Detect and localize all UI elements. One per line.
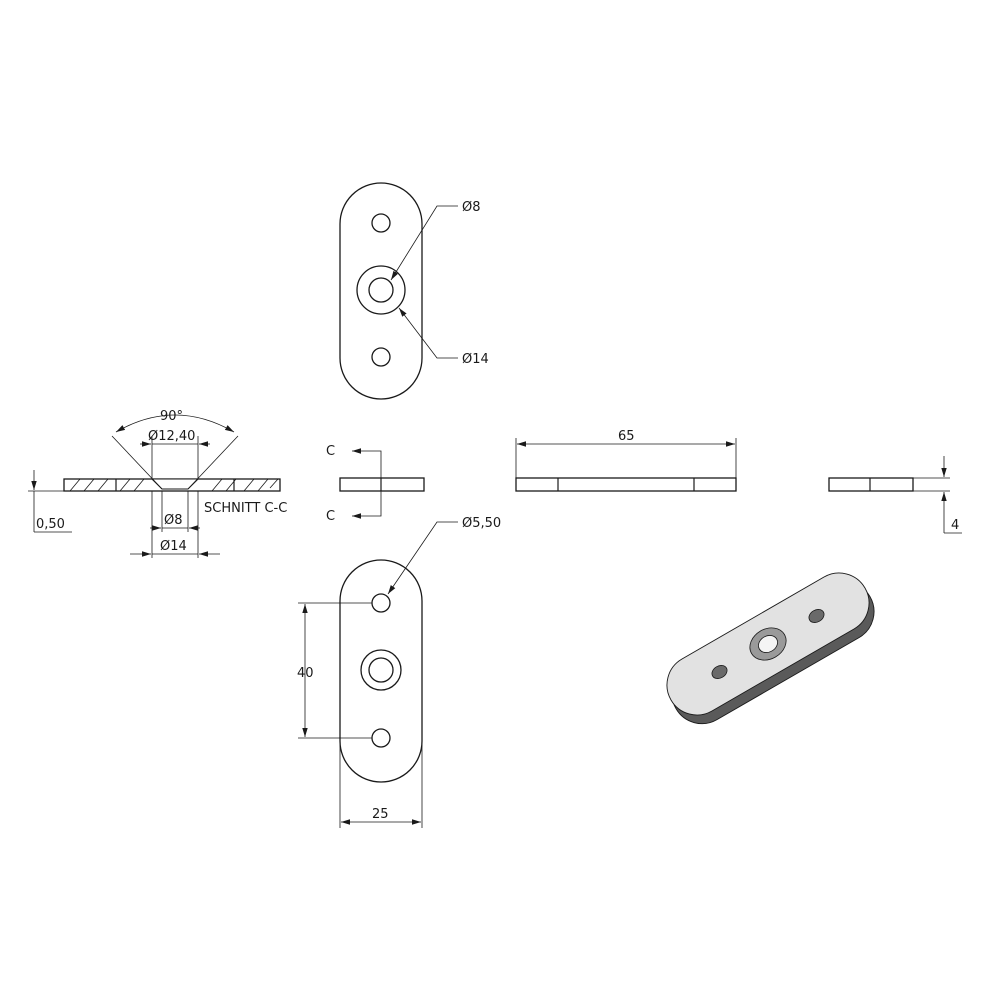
label-angle: 90° (160, 409, 183, 424)
label-small-hole-dia: Ø5,50 (462, 516, 501, 531)
marker-label-bottom: C (326, 509, 335, 524)
angle-leg-left (111, 435, 163, 490)
section-marker: C C (326, 444, 425, 524)
front-view: Ø5,50 40 25 (297, 516, 501, 828)
end-view: 4 (828, 456, 962, 534)
side-plate (515, 477, 737, 492)
side-view: 65 (515, 429, 737, 492)
counterbore-inner (368, 277, 394, 303)
leader-dia-5-50 (387, 521, 458, 595)
front-small-hole-lower (371, 728, 391, 748)
marker-label-top: C (326, 444, 335, 459)
small-hole-upper (371, 213, 391, 233)
section-view: 90° Ø12,40 0,50 SCHNITT C-C Ø8 Ø14 (28, 409, 287, 558)
iso-bore (758, 635, 778, 653)
label-thickness: 4 (951, 518, 959, 533)
label-dia-8: Ø8 (462, 200, 481, 215)
front-small-hole-upper (371, 593, 391, 613)
angle-arc (115, 414, 235, 433)
iso-small-hole-left (711, 665, 728, 679)
marker-arrow-top (352, 448, 382, 478)
label-length: 65 (618, 429, 635, 444)
label-spacing: 40 (297, 666, 314, 681)
label-width: 25 (372, 807, 389, 822)
leader-dia-8 (390, 205, 458, 281)
section-title: SCHNITT C-C (204, 501, 287, 516)
label-countersink-dia: Ø12,40 (148, 429, 195, 444)
isometric-view (666, 572, 875, 725)
front-counterbore-inner (368, 657, 394, 683)
label-outer-dia: Ø14 (160, 539, 187, 554)
label-offset: 0,50 (36, 517, 65, 532)
label-dia-14: Ø14 (462, 352, 489, 367)
small-hole-lower (371, 347, 391, 367)
label-bore-dia: Ø8 (164, 513, 183, 528)
top-view: Ø8 Ø14 (339, 182, 489, 400)
iso-small-hole-right (808, 609, 825, 623)
end-plate (828, 477, 914, 492)
marker-arrow-bottom (352, 491, 382, 519)
marker-plate (339, 477, 425, 492)
angle-leg-right (187, 435, 239, 490)
leader-dia-14 (398, 307, 458, 359)
